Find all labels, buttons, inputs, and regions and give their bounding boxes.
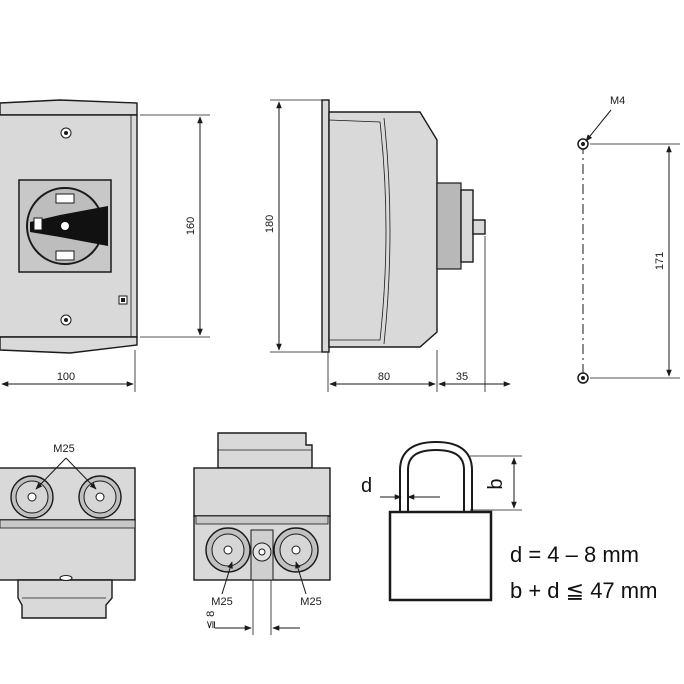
padlock-diagram: d b d = 4 – 8 mm b + d ≦ 47 mm [361, 440, 657, 603]
padlock-spec-2: b + d ≦ 47 mm [510, 578, 657, 603]
side-view [321, 99, 486, 353]
mount-thread-label: M4 [610, 95, 625, 107]
front-height-dim: 160 [140, 114, 210, 338]
gland-bottom-right-label: M25 [300, 596, 321, 608]
side-depth-label: 80 [378, 371, 390, 383]
mounting-holes: 171 M4 [577, 95, 680, 384]
side-height-label: 180 [264, 215, 276, 233]
front-width-label: 100 [57, 371, 75, 383]
padlock-d-label: d [361, 475, 372, 497]
padlock-spec-1: d = 4 – 8 mm [510, 542, 639, 567]
bottom-view-center: M25 M25 ≦ 8 [193, 432, 331, 635]
side-height-dim: 180 [264, 99, 322, 353]
bottom-view-left: M25 [0, 443, 136, 619]
side-depth-dim: 80 35 [327, 236, 511, 392]
front-view [0, 99, 138, 354]
padlock-b-label: b [485, 478, 507, 489]
gland-bottom-left-label: M25 [211, 596, 232, 608]
gland-left-label: M25 [53, 443, 74, 455]
front-width-dim: 100 [1, 350, 136, 392]
gap-label: ≦ 8 [205, 611, 217, 629]
shaft-depth-label: 35 [456, 371, 468, 383]
front-height-label: 160 [185, 217, 197, 235]
mount-spacing-label: 171 [654, 252, 666, 270]
